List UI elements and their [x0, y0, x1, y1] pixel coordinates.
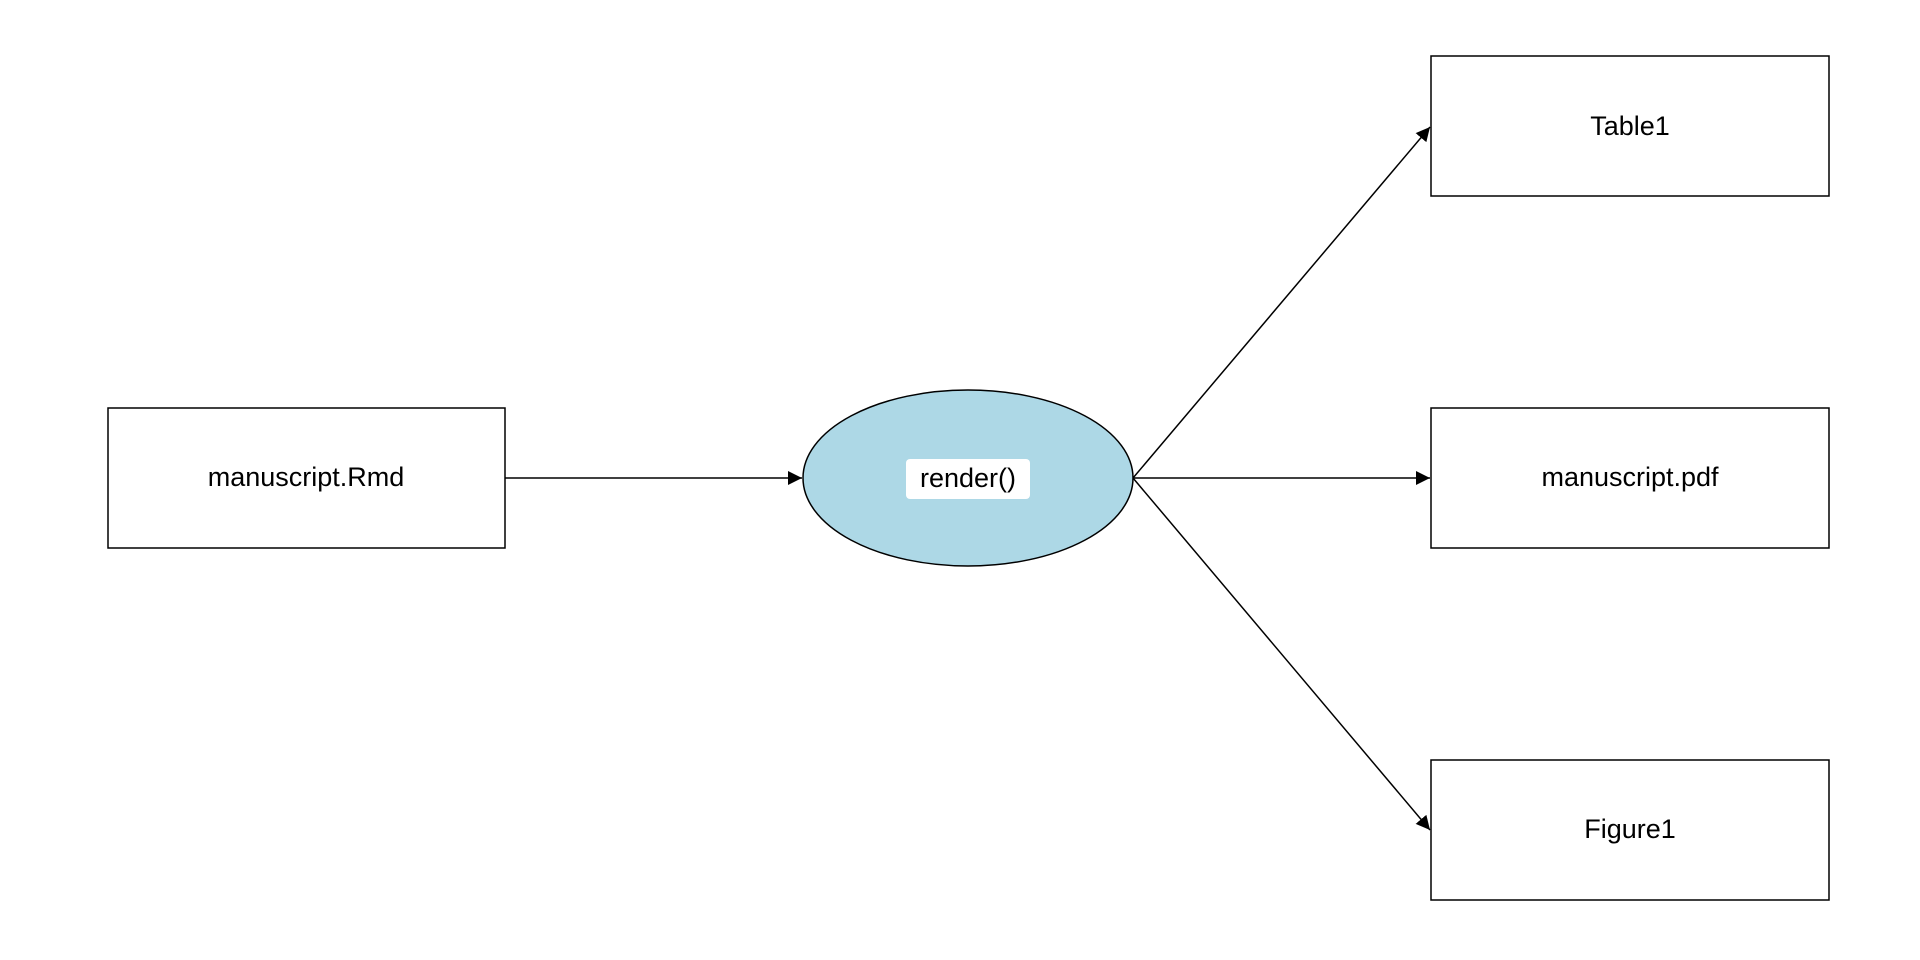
- node-manuscript-pdf: manuscript.pdf: [1430, 407, 1830, 549]
- node-figure1: Figure1: [1430, 759, 1830, 901]
- node-label: Figure1: [1584, 814, 1676, 844]
- node-manuscript-rmd: manuscript.Rmd: [107, 407, 506, 549]
- node-box: [1430, 407, 1830, 549]
- node-render: render(): [802, 389, 1134, 567]
- edge-render-to-figure: [1132, 477, 1431, 831]
- node-label: manuscript.pdf: [1541, 462, 1719, 492]
- label-background: [906, 459, 1030, 499]
- edge-render-to-table: [1132, 126, 1431, 479]
- node-box: [1430, 55, 1830, 197]
- node-label: render(): [920, 463, 1016, 493]
- node-table1: Table1: [1430, 55, 1830, 197]
- node-box: [1430, 759, 1830, 901]
- node-label: manuscript.Rmd: [208, 462, 405, 492]
- node-label: Table1: [1590, 111, 1670, 141]
- node-box: [107, 407, 506, 549]
